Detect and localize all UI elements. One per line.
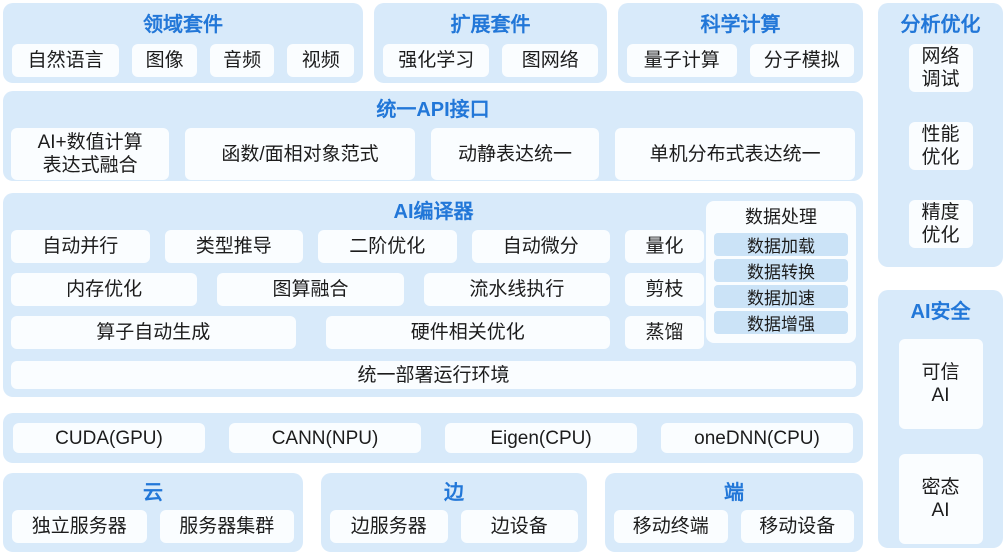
analysis-item-precision-opt: 精度 优化	[908, 200, 973, 248]
cloud-items: 独立服务器 服务器集群	[12, 510, 294, 543]
ai-compiler-title: AI编译器	[393, 201, 474, 223]
panel-analysis-optimization: 分析优化 网络 调试 性能 优化 精度 优化	[878, 3, 1003, 267]
panel-scientific-computing: 科学计算 量子计算 分子模拟	[618, 3, 863, 83]
security-item-confidential-ai: 密态 AI	[898, 454, 983, 544]
analysis-item-performance-opt: 性能 优化	[908, 122, 973, 170]
suite-item-graph: 图网络	[502, 44, 598, 77]
ai-security-title: AI安全	[910, 301, 971, 323]
dp-item-data-augmentation: 数据增强	[714, 311, 848, 334]
suite-item-nlp: 自然语言	[12, 44, 120, 77]
compiler-item-hardware-opt: 硬件相关优化	[325, 316, 610, 349]
device-title: 端	[724, 482, 744, 504]
ai-compiler-body: 自动并行 类型推导 二阶优化 自动微分 内存优化 图算融合 流水线执行 算子自动…	[11, 230, 704, 349]
cloud-item-standalone-server: 独立服务器	[12, 510, 147, 543]
compiler-item-quantization: 量化	[625, 230, 704, 263]
device-items: 移动终端 移动设备	[614, 510, 854, 543]
api-item-expression-fusion: AI+数值计算 表达式融合	[11, 128, 170, 180]
compiler-item-unified-runtime: 统一部署运行环境	[11, 361, 856, 389]
panel-ai-compiler: AI编译器 自动并行 类型推导 二阶优化 自动微分 内存优化 图算融合 流水线执…	[3, 193, 863, 397]
panel-domain-suites: 领域套件 自然语言 图像 音频 视频	[3, 3, 363, 83]
panel-unified-api: 统一API接口 AI+数值计算 表达式融合 函数/面相对象范式 动静表达统一 单…	[3, 91, 863, 181]
main-column: 领域套件 自然语言 图像 音频 视频 扩展套件 强化学习 图网络 科学计算 量子…	[3, 3, 863, 553]
compiler-row-2: 内存优化 图算融合 流水线执行	[11, 273, 610, 306]
edge-title: 边	[444, 482, 464, 504]
dp-item-data-loading: 数据加载	[714, 233, 848, 256]
analysis-item-network-debug: 网络 调试	[908, 44, 973, 92]
suites-row: 领域套件 自然语言 图像 音频 视频 扩展套件 强化学习 图网络 科学计算 量子…	[3, 3, 863, 83]
device-item-mobile-terminal: 移动终端	[614, 510, 728, 543]
ai-security-items: 可信 AI 密态 AI	[898, 339, 983, 544]
suite-item-molecular: 分子模拟	[749, 44, 854, 77]
compiler-item-second-order-opt: 二阶优化	[318, 230, 457, 263]
ai-compiler-grid: 自动并行 类型推导 二阶优化 自动微分 内存优化 图算融合 流水线执行 算子自动…	[11, 230, 610, 349]
deployment-row: 云 独立服务器 服务器集群 边 边服务器 边设备 端 移动终端 移动设备	[3, 473, 863, 552]
analysis-optimization-title: 分析优化	[900, 14, 981, 36]
api-item-single-distributed: 单机分布式表达统一	[615, 128, 855, 180]
compiler-item-graph-kernel-fusion: 图算融合	[217, 273, 404, 306]
compiler-item-pruning: 剪枝	[625, 273, 704, 306]
scientific-computing-title: 科学计算	[700, 14, 781, 36]
compiler-item-distillation: 蒸馏	[625, 316, 704, 349]
domain-suites-items: 自然语言 图像 音频 视频	[12, 44, 355, 77]
hw-item-cann-npu: CANN(NPU)	[229, 423, 421, 453]
dp-item-data-transform: 数据转换	[714, 259, 848, 282]
edge-item-edge-server: 边服务器	[330, 510, 448, 543]
edge-item-edge-device: 边设备	[460, 510, 578, 543]
panel-extension-suites: 扩展套件 强化学习 图网络	[374, 3, 607, 83]
unified-api-title: 统一API接口	[376, 99, 490, 121]
compiler-item-memory-opt: 内存优化	[11, 273, 198, 306]
suite-item-video: 视频	[287, 44, 355, 77]
panel-edge: 边 边服务器 边设备	[321, 473, 587, 552]
hw-item-eigen-cpu: Eigen(CPU)	[445, 423, 637, 453]
suite-item-rl: 强化学习	[383, 44, 490, 77]
compiler-row-3: 算子自动生成 硬件相关优化	[11, 316, 610, 349]
suite-item-image: 图像	[132, 44, 197, 77]
panel-cloud: 云 独立服务器 服务器集群	[3, 473, 303, 552]
domain-suites-title: 领域套件	[143, 14, 223, 36]
data-processing-box: 数据处理 数据加载 数据转换 数据加速 数据增强	[706, 201, 856, 343]
hw-item-onednn-cpu: oneDNN(CPU)	[661, 423, 853, 453]
security-item-trusted-ai: 可信 AI	[898, 339, 983, 429]
suite-item-audio: 音频	[209, 44, 275, 77]
dp-item-data-acceleration: 数据加速	[714, 285, 848, 308]
api-item-functional-oop: 函数/面相对象范式	[185, 128, 415, 180]
compiler-item-auto-diff: 自动微分	[471, 230, 610, 263]
analysis-optimization-items: 网络 调试 性能 优化 精度 优化	[908, 44, 973, 248]
compiler-item-auto-parallel: 自动并行	[11, 230, 150, 263]
compiler-row-1: 自动并行 类型推导 二阶优化 自动微分	[11, 230, 610, 263]
compiler-item-pipeline-exec: 流水线执行	[423, 273, 610, 306]
unified-api-items: AI+数值计算 表达式融合 函数/面相对象范式 动静表达统一 单机分布式表达统一	[11, 128, 855, 180]
cloud-item-server-cluster: 服务器集群	[159, 510, 294, 543]
panel-device: 端 移动终端 移动设备	[605, 473, 863, 552]
extension-suites-items: 强化学习 图网络	[383, 44, 598, 77]
edge-items: 边服务器 边设备	[330, 510, 578, 543]
sidebar-column: 分析优化 网络 调试 性能 优化 精度 优化 AI安全 可信 AI 密态 AI	[878, 3, 1003, 553]
compiler-side-column: 量化 剪枝 蒸馏	[625, 230, 704, 349]
cloud-title: 云	[143, 482, 163, 504]
panel-hardware-backends: CUDA(GPU) CANN(NPU) Eigen(CPU) oneDNN(CP…	[3, 413, 863, 463]
compiler-item-type-inference: 类型推导	[164, 230, 303, 263]
device-item-mobile-device: 移动设备	[740, 510, 854, 543]
extension-suites-title: 扩展套件	[450, 14, 531, 36]
compiler-item-operator-autogen: 算子自动生成	[11, 316, 296, 349]
scientific-computing-items: 量子计算 分子模拟	[627, 44, 854, 77]
api-item-dynamic-static: 动静表达统一	[430, 128, 600, 180]
panel-ai-security: AI安全 可信 AI 密态 AI	[878, 290, 1003, 548]
suite-item-quantum: 量子计算	[627, 44, 737, 77]
hw-item-cuda-gpu: CUDA(GPU)	[13, 423, 205, 453]
data-processing-title: 数据处理	[745, 207, 817, 227]
